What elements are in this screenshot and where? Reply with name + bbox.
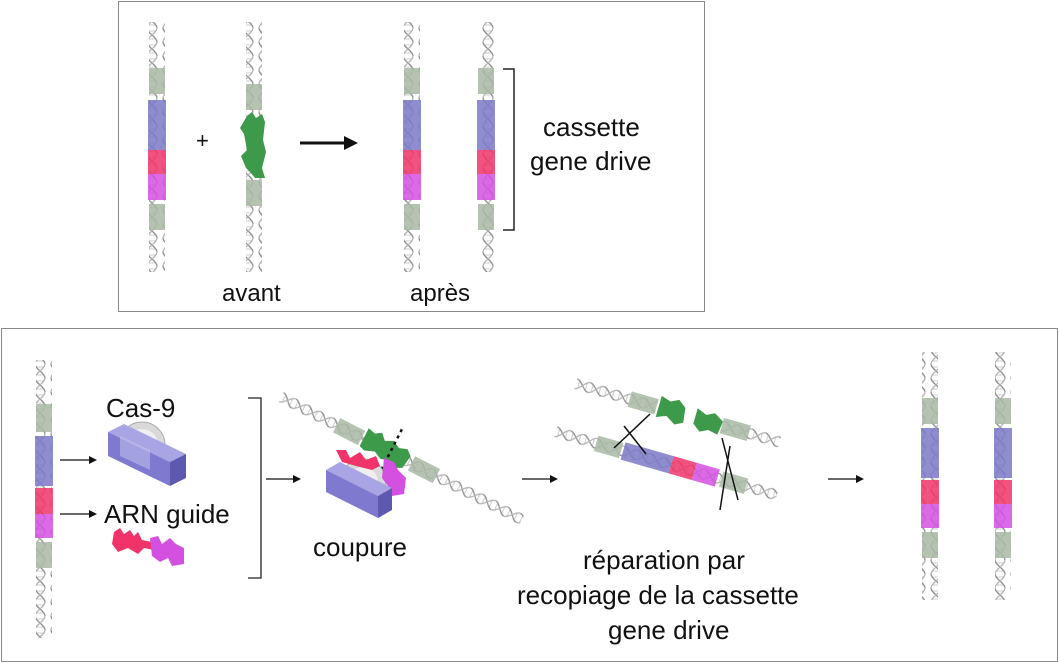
cut-site [379,428,403,471]
bottom-panel [1,328,1058,662]
cas9-gene [477,100,495,150]
guide-label: ARN guide [104,499,230,529]
homology-arm [246,180,262,206]
repair-label-line2: recopiage de la cassette [517,580,799,610]
cut-label: coupure [313,532,407,562]
guide-gene-red [148,150,166,174]
guide-gene-magenta [477,174,495,200]
homology-arm [246,84,262,110]
guide-gene-magenta [691,462,720,487]
chromosome-result-1 [921,352,939,600]
arrow-to-cas9 [60,456,97,464]
homology-arm [922,532,938,558]
homology-arm [593,435,624,459]
homology-arm [36,404,52,432]
chromosome-source-bottom [35,360,53,638]
chromosome-wildtype [240,22,266,272]
guide-gene-magenta [35,514,53,538]
arrow-to-guide [60,510,97,518]
label-before: avant [222,280,281,307]
target-gene-left [655,395,686,425]
homology-arm [478,68,494,94]
guide-gene-red [477,150,495,174]
plus-sign: + [196,128,209,153]
repair-label-line1: réparation par [583,545,745,575]
guide-gene-red [35,488,53,514]
guide-gene-magenta [148,174,166,200]
cas9-label: Cas-9 [106,393,176,423]
homology-arm [995,398,1011,424]
homology-arm [627,391,659,415]
cas9-gene [35,436,53,486]
cas9-gene [403,100,421,150]
broken-chromosome [573,376,782,450]
chromosome-being-cut [277,390,526,527]
cassette-bracket [503,68,515,231]
homology-arm [36,542,52,568]
arrow-top [300,136,358,150]
cassette-label-line2: gene drive [530,146,652,176]
inputs-bracket [248,397,262,579]
cas9-gene [148,100,166,150]
guide-gene-red [994,480,1012,504]
cas9-gene [921,428,939,478]
homology-arm [922,398,938,424]
homology-arm [478,204,494,230]
chromosome-after-2 [477,22,495,272]
cassette-label-line1: cassette [543,112,640,142]
template-chromosome [553,424,780,503]
chromosome-after-1 [403,22,421,272]
cas9-gene [620,442,674,474]
repair-label-line3: gene drive [608,615,730,645]
arrow-to-repair [522,475,558,483]
guide-gene-red [403,150,421,174]
target-gene-right [693,408,724,435]
crossover-lines [613,413,739,511]
homology-arm [404,204,420,230]
label-after: après [410,280,471,307]
homology-arm [719,417,752,441]
arrow-to-result [828,475,864,483]
homology-arm [404,68,420,94]
homology-arm [149,68,165,94]
chromosome-result-2 [994,352,1012,600]
homology-arm [332,418,366,446]
homology-arm [149,204,165,230]
guide-gene-magenta [994,504,1012,528]
guide-gene-magenta [921,504,939,528]
cas9-protein-icon [108,421,186,486]
target-gene [240,112,266,178]
guide-gene-red [921,480,939,504]
homology-arm [407,456,441,484]
guide-rna-icon [112,528,184,566]
arrow-to-cut [266,475,301,483]
homology-arm [995,532,1011,558]
guide-gene-red [668,456,697,481]
cas9-gene [994,428,1012,478]
target-gene [359,428,411,468]
cas9-complex-at-cut [326,450,406,518]
guide-gene-magenta [403,174,421,200]
chromosome-source [148,22,166,272]
